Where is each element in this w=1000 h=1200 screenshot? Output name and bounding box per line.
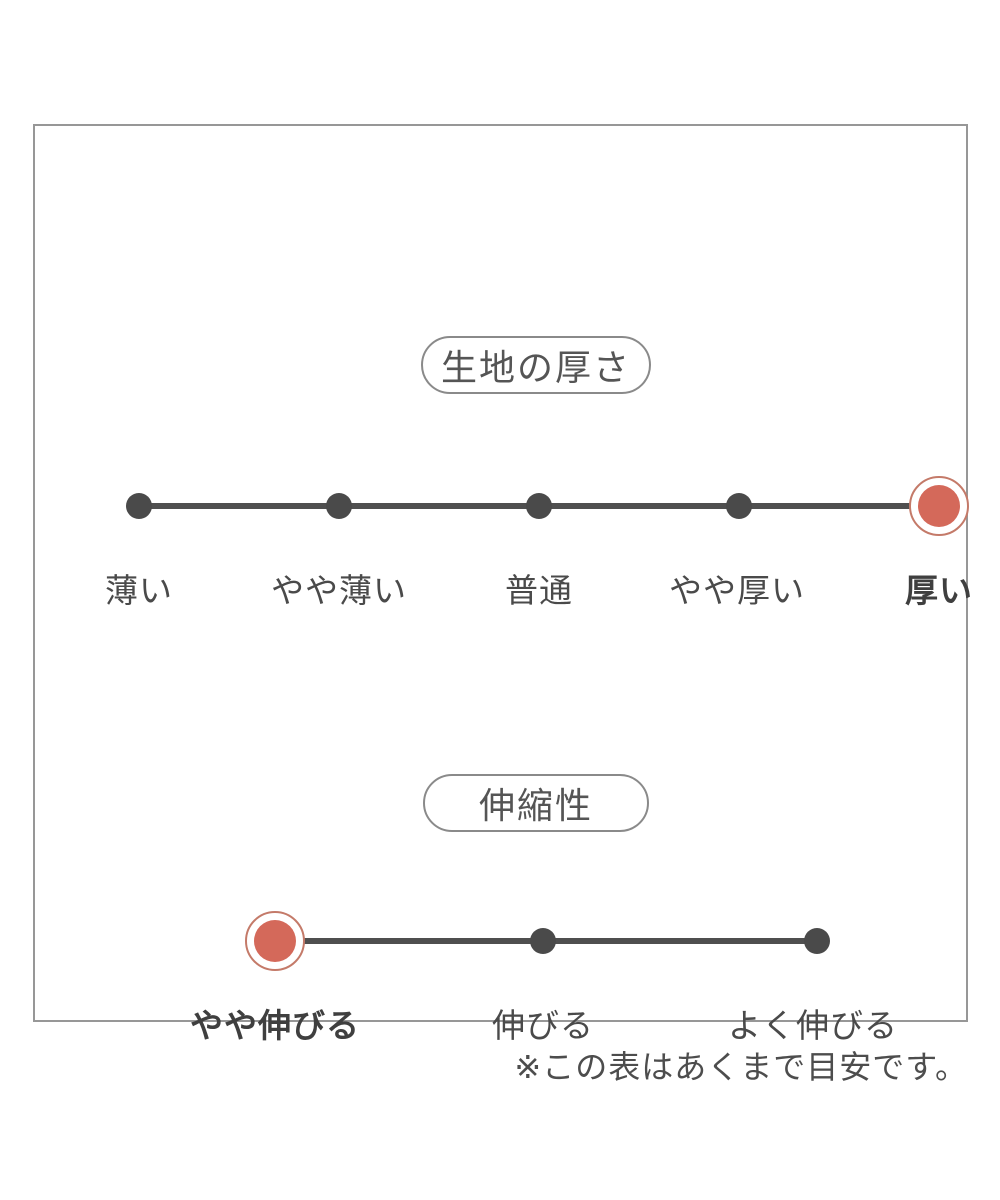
stretch-label-3: よく伸びる [728,1006,898,1045]
thickness-label-2: やや薄い [271,571,407,610]
thickness-dot-2 [326,493,352,519]
stretch-label-2: 伸びる [492,1006,594,1045]
thickness-dot-4 [726,493,752,519]
stretch-label-1-selected: やや伸びる [190,1006,360,1045]
footnote: ※この表はあくまで目安です。 [514,1048,968,1086]
thickness-dot-3 [526,493,552,519]
thickness-label-4: やや厚い [669,571,805,610]
stretch-dot-3 [804,928,830,954]
thickness-dot-1 [126,493,152,519]
thickness-label-1: 薄い [105,571,173,610]
thickness-selected-dot [918,485,960,527]
thickness-title-pill: 生地の厚さ [421,336,651,394]
thickness-title: 生地の厚さ [440,348,631,389]
stretch-selected-dot [254,920,296,962]
thickness-label-5-selected: 厚い [905,571,973,610]
stretch-title-pill: 伸縮性 [423,774,649,832]
stretch-title: 伸縮性 [478,786,593,827]
stretch-dot-2 [530,928,556,954]
guide-panel: 生地の厚さ 薄い やや薄い 普通 やや厚い 厚い 伸縮性 やや伸びる 伸びる よ… [33,124,972,1045]
thickness-label-3: 普通 [505,571,573,610]
